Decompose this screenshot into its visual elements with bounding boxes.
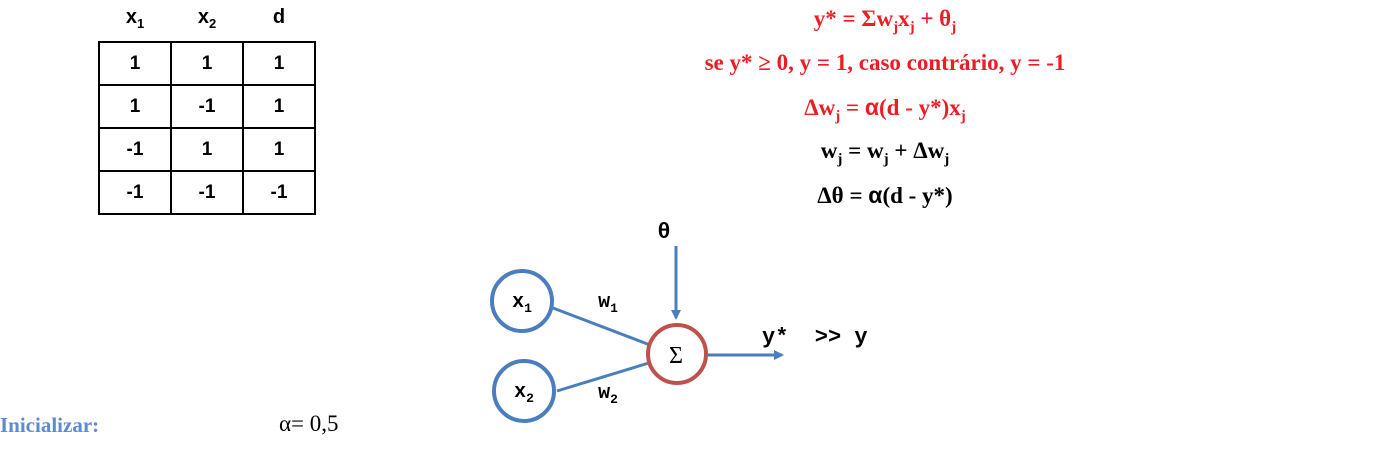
table-cell: 1 — [170, 41, 244, 86]
w1-connection — [552, 306, 651, 347]
x1-label: x1 — [512, 291, 532, 316]
header-x2: x2 — [197, 6, 217, 31]
formula-block: y* = Σwjxj + θj se y* ≥ 0, y = 1, caso c… — [640, 0, 1130, 220]
formula-delta-theta: Δθ = α(d - y*) — [817, 182, 953, 208]
table-row: -1 -1 -1 — [98, 170, 316, 215]
theta-label: θ — [657, 220, 670, 245]
output-label: y* >> y — [762, 325, 868, 350]
w1-label: w1 — [598, 291, 618, 316]
formula-delta-w: Δwj = α(d - y*)xj — [804, 94, 966, 125]
table-cell: 1 — [242, 41, 316, 86]
input-node-x2 — [492, 359, 556, 423]
table-cell: 1 — [242, 84, 316, 129]
table-cell: -1 — [170, 84, 244, 129]
sum-icon: Σ — [669, 343, 683, 369]
table-header: x1 x2 d — [99, 6, 317, 36]
table-cell: -1 — [170, 170, 244, 215]
init-label: Inicializar: — [0, 413, 100, 437]
table-cell: 1 — [98, 41, 172, 86]
truth-table: 1 1 1 1 -1 1 -1 1 1 -1 -1 -1 — [98, 41, 316, 215]
table-cell: -1 — [98, 170, 172, 215]
formula-weighted-sum: y* = Σwjxj + θj — [813, 6, 957, 36]
table-cell: -1 — [98, 127, 172, 172]
formula-weight-update: wj = wj + Δwj — [820, 138, 950, 168]
table-row: 1 -1 1 — [98, 84, 316, 129]
header-d: d — [272, 6, 286, 28]
header-x1: x1 — [125, 6, 145, 31]
table-cell: -1 — [242, 170, 316, 215]
x2-label: x2 — [514, 381, 534, 406]
table-cell: 1 — [242, 127, 316, 172]
table-cell: 1 — [98, 84, 172, 129]
w2-label: w2 — [598, 382, 618, 407]
alpha-value: α= 0,5 — [279, 411, 339, 436]
table-cell: 1 — [170, 127, 244, 172]
w2-connection — [556, 360, 653, 393]
formula-activation: se y* ≥ 0, y = 1, caso contrário, y = -1 — [704, 50, 1066, 75]
input-node-x1 — [490, 269, 554, 333]
table-row: -1 1 1 — [98, 127, 316, 172]
sum-node — [646, 323, 708, 385]
table-row: 1 1 1 — [98, 41, 316, 86]
